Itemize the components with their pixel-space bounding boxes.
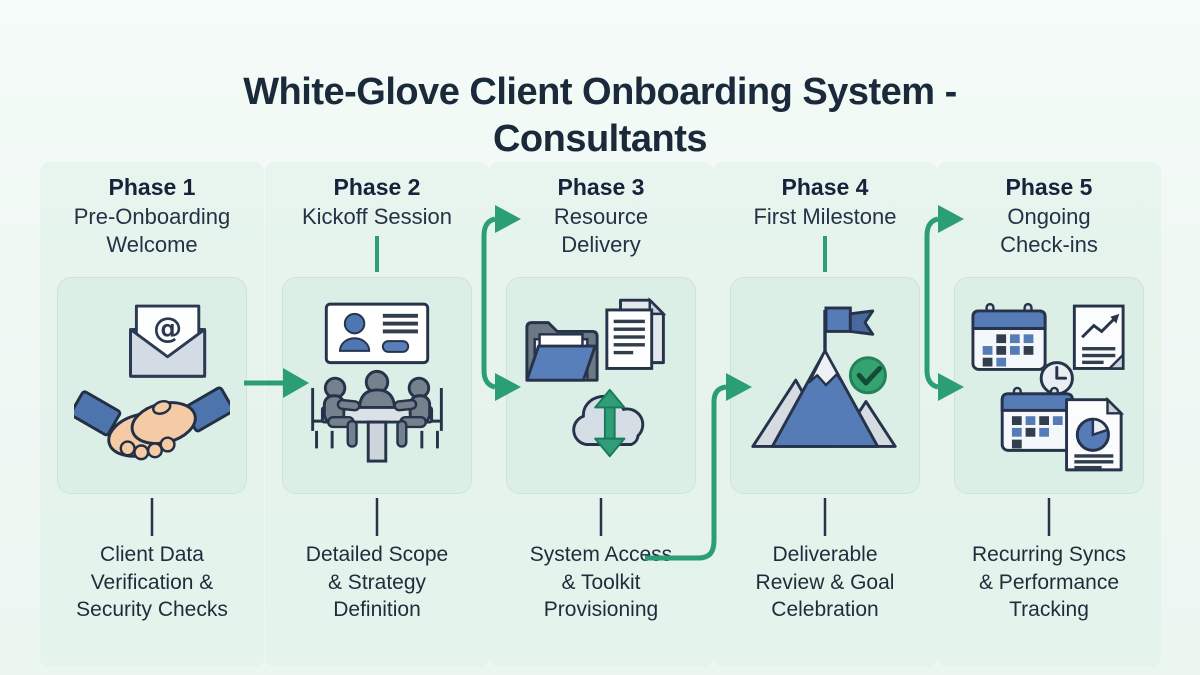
phase-5-label: Phase 5	[1005, 174, 1093, 200]
phase-3-header: Phase 3 Resource Delivery	[489, 174, 713, 258]
email-handshake-icon: @	[74, 304, 230, 460]
phase-1-label: Phase 1	[108, 174, 196, 200]
handshake-icon	[74, 385, 230, 460]
phase-4-caption: Deliverable Review & Goal Celebration	[755, 543, 895, 622]
folder-documents-cloud-icon	[525, 296, 667, 457]
phase-3-name: Resource Delivery	[553, 204, 649, 257]
phase-4-label: Phase 4	[781, 174, 869, 200]
phase-1-name: Pre-Onboarding Welcome	[73, 204, 231, 257]
meeting-presentation-icon	[311, 302, 443, 463]
clock-icon	[1039, 360, 1074, 395]
phase-1-column: Phase 1 Pre-Onboarding Welcome @	[40, 0, 264, 675]
phase-3-column: Phase 3 Resource Delivery	[489, 0, 713, 675]
phase-4-name: First Milestone	[753, 204, 897, 230]
phase-4-box	[730, 277, 920, 494]
documents-icon	[605, 296, 667, 370]
phase-4-header: Phase 4 First Milestone	[713, 174, 937, 231]
phase-5-name: Ongoing Check-ins	[1000, 204, 1098, 257]
meeting-table-people-icon	[311, 369, 443, 463]
phase-1-caption: Client Data Verification & Security Chec…	[76, 543, 228, 622]
phase-2-label: Phase 2	[333, 174, 421, 200]
phase-2-name: Kickoff Session	[301, 204, 452, 230]
presentation-screen-icon	[324, 302, 430, 364]
mountain-flag-check-icon	[751, 306, 897, 448]
calendar-icon-2	[1000, 386, 1074, 452]
phase-2-box	[282, 277, 472, 494]
phase-5-column: Phase 5 Ongoing Check-ins	[937, 0, 1161, 675]
phase-5-box	[954, 277, 1144, 494]
page-title: White-Glove Client Onboarding System - C…	[243, 71, 957, 160]
phase-2-caption: Detailed Scope & Strategy Definition	[305, 543, 449, 622]
phase-3-caption: System Access & Toolkit Provisioning	[529, 543, 673, 622]
at-symbol: @	[153, 311, 182, 345]
phase-5-header: Phase 5 Ongoing Check-ins	[937, 174, 1161, 258]
phase-1-header: Phase 1 Pre-Onboarding Welcome	[40, 174, 264, 258]
calendar-icon	[971, 302, 1047, 371]
phase-1-box: @	[57, 277, 247, 494]
mountains-icon	[751, 348, 897, 448]
summit-flag-icon	[823, 306, 875, 351]
check-badge-icon	[848, 355, 887, 394]
trend-report-icon	[1072, 304, 1125, 370]
phase-4-column: Phase 4 First Milestone	[713, 0, 937, 675]
pie-report-icon	[1065, 396, 1125, 471]
phase-3-label: Phase 3	[557, 174, 645, 200]
cloud-sync-icon	[572, 388, 645, 457]
phase-3-box	[506, 277, 696, 494]
phase-2-header: Phase 2 Kickoff Session	[265, 174, 489, 231]
envelope-icon: @	[129, 304, 207, 378]
phase-5-caption: Recurring Syncs & Performance Tracking	[971, 543, 1127, 622]
calendars-reports-icon	[971, 302, 1125, 471]
phase-2-column: Phase 2 Kickoff Session	[265, 0, 489, 675]
folder-icon	[525, 320, 599, 382]
